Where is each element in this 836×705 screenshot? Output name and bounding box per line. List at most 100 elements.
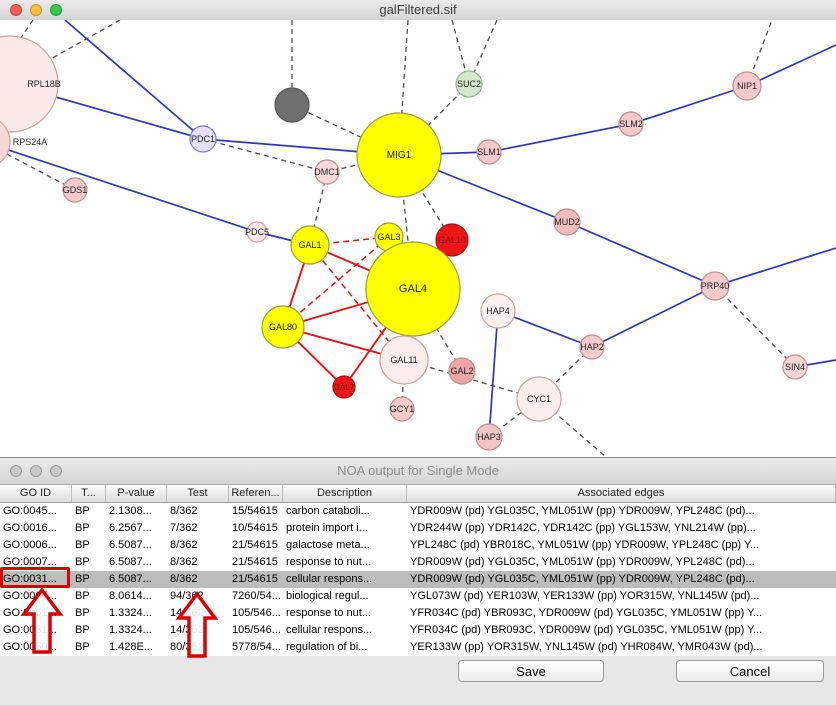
network-node-nip1[interactable] [732, 71, 762, 101]
network-node-suc2[interactable] [455, 70, 483, 98]
noa-window-titlebar[interactable]: NOA output for Single Mode [0, 458, 836, 485]
network-node-label-gcy1: GCY1 [390, 404, 415, 414]
column-header-test[interactable]: Test [167, 485, 229, 503]
table-cell: 80/362 [170, 641, 204, 653]
network-edge-reddash[interactable] [309, 244, 405, 361]
table-cell: BP [75, 624, 90, 636]
column-header-referen-[interactable]: Referen... [229, 485, 283, 503]
table-cell: 6.5087... [109, 556, 152, 568]
network-node-label-dmc1: DMC1 [314, 167, 340, 177]
network-node-rps24a[interactable] [0, 116, 11, 168]
network-edge-blue[interactable] [64, 19, 204, 140]
network-window-title: galFiltered.sif [379, 2, 457, 17]
column-header-t-[interactable]: T... [72, 485, 106, 503]
network-node-gal11[interactable] [379, 335, 429, 385]
network-edge-dashed[interactable] [39, 19, 121, 66]
network-node-label-cyc1: CYC1 [527, 394, 551, 404]
network-node-pdc1[interactable] [189, 125, 217, 153]
column-header-description[interactable]: Description [283, 485, 407, 503]
table-cell: 94/362 [170, 590, 204, 602]
network-edge-dashed[interactable] [412, 288, 463, 372]
network-node-slm2[interactable] [618, 111, 644, 137]
network-node-prp40[interactable] [700, 271, 730, 301]
column-header-go-id[interactable]: GO ID [0, 485, 72, 503]
network-node-gal2[interactable] [448, 357, 476, 385]
network-node-hap4[interactable] [480, 293, 516, 329]
table-cell: BP [75, 505, 90, 517]
network-edge-reddash[interactable] [282, 236, 390, 328]
network-edge-dashed[interactable] [538, 398, 607, 458]
column-header-associated-edges[interactable]: Associated edges [407, 485, 836, 503]
network-edge-dashed[interactable] [202, 138, 328, 173]
table-cell: BP [75, 573, 90, 585]
network-node-gal4[interactable] [365, 241, 461, 337]
network-node-rpl18b[interactable] [0, 35, 59, 133]
minimize-button[interactable] [30, 465, 42, 477]
network-node-gal1[interactable] [290, 225, 330, 265]
table-cell: YDR009W (pd) YGL035C, YML051W (pp) YDR00… [410, 573, 755, 585]
table-cell: 105/546... [232, 624, 281, 636]
network-node-gal7[interactable] [332, 375, 356, 399]
network-node-slm1[interactable] [476, 139, 502, 165]
table-cell: YER133W (pp) YOR315W, YNL145W (pd) YHR08… [410, 641, 763, 653]
table-cell: 10/54615 [232, 522, 278, 534]
cancel-button[interactable]: Cancel [676, 660, 824, 682]
network-edge-blue[interactable] [488, 123, 632, 153]
network-node-unlabeled-gray[interactable] [274, 87, 310, 123]
column-header-p-value[interactable]: P-value [106, 485, 167, 503]
network-edge-blue[interactable] [746, 44, 836, 87]
network-node-pdc5[interactable] [246, 221, 268, 243]
minimize-button[interactable] [30, 4, 42, 16]
zoom-button[interactable] [50, 465, 62, 477]
network-node-gal10[interactable] [435, 223, 469, 257]
save-button[interactable]: Save [458, 660, 604, 682]
network-node-mud2[interactable] [553, 208, 581, 236]
network-edge-blue[interactable] [714, 247, 836, 287]
network-edge-blue[interactable] [591, 285, 716, 348]
network-node-gds1[interactable] [62, 177, 88, 203]
network-edge-blue[interactable] [566, 221, 716, 287]
network-edge-dashed[interactable] [714, 285, 796, 368]
network-node-mig1[interactable] [356, 112, 442, 198]
network-edge-dashed[interactable] [398, 154, 453, 241]
table-cell: YDR009W (pd) YGL035C, YML051W (pp) YDR00… [410, 505, 755, 517]
table-cell: GO:0006... [3, 539, 57, 551]
table-cell: BP [75, 539, 90, 551]
network-node-label-gal11: GAL11 [390, 355, 417, 365]
network-node-cyc1[interactable] [516, 376, 562, 422]
network-edge-blue[interactable] [488, 310, 499, 438]
network-canvas[interactable]: RPL18BRPS24AGDS1PDC1DMC1MIG1SUC2SLM1SLM2… [0, 19, 836, 458]
network-edge-dashed[interactable] [291, 104, 400, 156]
network-node-hap3[interactable] [475, 423, 503, 451]
network-edge-dashed[interactable] [403, 359, 540, 400]
zoom-button[interactable] [50, 4, 62, 16]
close-button[interactable] [10, 4, 22, 16]
network-edge-dashed[interactable] [0, 142, 76, 191]
table-cell: 8.0614... [109, 590, 152, 602]
network-node-gal80[interactable] [261, 305, 305, 349]
network-node-sin4[interactable] [782, 354, 808, 380]
network-node-hap2[interactable] [579, 334, 605, 360]
network-edge-blue[interactable] [0, 142, 258, 233]
table-cell: YDR009W (pd) YGL035C, YML051W (pp) YDR00… [410, 556, 755, 568]
network-node-dmc1[interactable] [314, 159, 340, 185]
table-cell: GO:0045... [3, 505, 57, 517]
close-button[interactable] [10, 465, 22, 477]
table-cell: YPL248C (pd) YBR018C, YML051W (pp) YDR00… [410, 539, 760, 551]
network-edge-blue[interactable] [630, 85, 748, 125]
network-window-titlebar[interactable]: galFiltered.sif [0, 0, 836, 21]
network-node-label-hap4: HAP4 [486, 306, 510, 316]
network-node-gcy1[interactable] [389, 396, 415, 422]
